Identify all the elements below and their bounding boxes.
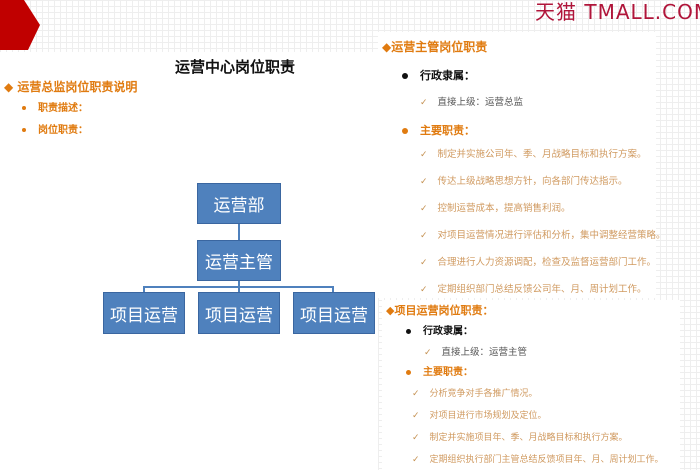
item-text: 对项目运营情况进行评估和分析，集中调整经营策略。: [437, 230, 666, 241]
check-icon: ✓: [420, 258, 428, 268]
admin-item: ✓ 直接上级：运营总监: [420, 94, 523, 108]
duty-item: ✓ 定期组织部门总结反馈公司年、月、周计划工作。: [420, 281, 647, 295]
org-connector: [332, 286, 334, 292]
bullet-icon: [402, 128, 408, 134]
left-heading: ◆ 运营总监岗位职责说明: [4, 80, 138, 94]
check-icon: ✓: [420, 150, 428, 160]
admin-label: 行政隶属：: [402, 67, 475, 83]
duty-item: ✓ 对项目进行市场规划及定位。: [412, 408, 547, 421]
red-pentagon-decoration: [0, 0, 40, 50]
check-icon: ✓: [420, 98, 428, 108]
bullet-text: 职责描述：: [38, 103, 88, 114]
left-bullet: 职责描述：: [22, 99, 88, 114]
check-icon: ✓: [412, 433, 420, 443]
duty-item: ✓ 制定并实施项目年、季、月战略目标和执行方案。: [412, 430, 628, 443]
check-icon: ✓: [420, 285, 428, 295]
duties-label: 主要职责：: [406, 363, 473, 378]
item-text: 直接上级：运营总监: [437, 97, 524, 108]
left-slide: [0, 52, 378, 470]
duty-item: ✓ 控制运营成本，提高销售利润。: [420, 200, 571, 214]
org-box-dept: 运营部: [197, 183, 281, 224]
supervisor-panel: ◆运营主管岗位职责 行政隶属： ✓ 直接上级：运营总监 主要职责： ✓ 制定并实施公…: [378, 32, 666, 298]
check-icon: ✓: [424, 348, 432, 358]
label-text: 行政隶属：: [423, 326, 473, 337]
org-connector: [238, 280, 240, 286]
bullet-icon: [406, 369, 411, 375]
left-heading-text: 运营总监岗位职责说明: [17, 80, 138, 94]
duty-item: ✓ 对项目运营情况进行评估和分析，集中调整经营策略。: [420, 227, 666, 241]
org-box-project: 项目运营: [293, 292, 375, 334]
duty-item: ✓ 合理进行人力资源调配，检查及监督运营部门工作。: [420, 254, 656, 268]
label-text: 主要职责：: [423, 367, 473, 378]
item-text: 对项目进行市场规划及定位。: [429, 411, 547, 421]
admin-label: 行政隶属：: [406, 322, 473, 337]
org-box-project: 项目运营: [103, 292, 185, 334]
bullet-icon: [402, 73, 408, 79]
project-heading: ◆项目运营岗位职责：: [386, 304, 494, 317]
item-text: 分析竞争对手各推广情况。: [429, 389, 538, 399]
item-text: 传达上级战略思想方针，向各部门传达指示。: [437, 176, 628, 187]
project-panel: ◆项目运营岗位职责： 行政隶属： ✓ 直接上级：运营主管 主要职责： ✓ 分析竞争对…: [382, 300, 680, 470]
check-icon: ✓: [412, 389, 420, 399]
duties-label: 主要职责：: [402, 122, 475, 138]
bullet-icon: [22, 106, 26, 110]
bullet-icon: [406, 328, 411, 334]
org-connector: [143, 286, 145, 292]
page-title: 运营中心岗位职责: [175, 58, 296, 76]
left-bullet: 岗位职责：: [22, 121, 88, 136]
org-connector: [238, 286, 240, 292]
bullet-icon: [22, 128, 26, 132]
check-icon: ✓: [412, 411, 420, 421]
item-text: 定期组织执行部门主管总结反馈项目年、月、周计划工作。: [429, 455, 664, 465]
item-text: 制定并实施公司年、季、月战略目标和执行方案。: [437, 149, 647, 160]
heading-text: 项目运营岗位职责：: [394, 304, 494, 317]
item-text: 定期组织部门总结反馈公司年、月、周计划工作。: [437, 284, 647, 295]
check-icon: ✓: [420, 204, 428, 214]
org-box-supervisor: 运营主管: [197, 240, 281, 281]
admin-item: ✓ 直接上级：运营主管: [424, 344, 527, 358]
item-text: 合理进行人力资源调配，检查及监督运营部门工作。: [437, 257, 657, 268]
label-text: 行政隶属：: [420, 69, 475, 82]
tmall-logo: 天猫 TMALL.COM: [535, 0, 700, 24]
heading-text: 运营主管岗位职责: [391, 40, 488, 54]
check-icon: ✓: [412, 455, 420, 465]
item-text: 直接上级：运营主管: [441, 347, 528, 358]
org-box-project: 项目运营: [198, 292, 280, 334]
org-connector: [238, 222, 240, 240]
duty-item: ✓ 定期组织执行部门主管总结反馈项目年、月、周计划工作。: [412, 452, 664, 465]
check-icon: ✓: [420, 231, 428, 241]
supervisor-heading: ◆运营主管岗位职责: [382, 40, 488, 54]
bullet-text: 岗位职责：: [38, 125, 88, 136]
label-text: 主要职责：: [420, 124, 475, 137]
item-text: 制定并实施项目年、季、月战略目标和执行方案。: [429, 433, 628, 443]
check-icon: ✓: [420, 177, 428, 187]
item-text: 控制运营成本，提高销售利润。: [437, 203, 571, 214]
duty-item: ✓ 分析竞争对手各推广情况。: [412, 386, 538, 399]
duty-item: ✓ 传达上级战略思想方针，向各部门传达指示。: [420, 173, 628, 187]
duty-item: ✓ 制定并实施公司年、季、月战略目标和执行方案。: [420, 146, 647, 160]
